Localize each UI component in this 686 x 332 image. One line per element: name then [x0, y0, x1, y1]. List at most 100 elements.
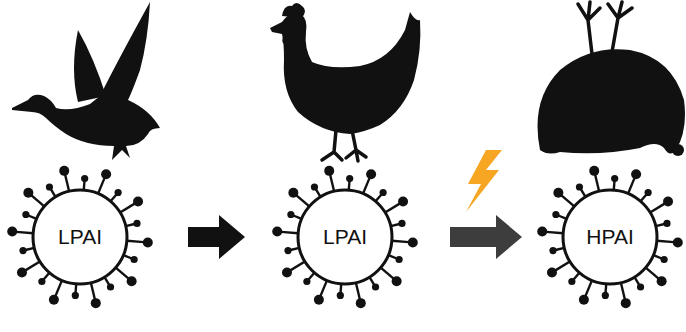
spike-head [537, 227, 547, 237]
virus-spike [116, 268, 129, 279]
spike-head [272, 227, 282, 237]
virus-spike [561, 195, 574, 206]
virus-spike [595, 175, 599, 192]
spike-head [133, 197, 143, 207]
spike-head [396, 256, 403, 263]
spike-head [143, 237, 153, 247]
spike-head [589, 166, 599, 176]
virus-node: LPAI [277, 169, 413, 305]
virus-spike [290, 261, 305, 270]
spike-head [611, 175, 618, 182]
virus-spike [127, 241, 144, 242]
spike-head [49, 295, 59, 305]
spike-head [133, 220, 140, 227]
spike-head [107, 283, 114, 290]
spike-head [311, 183, 318, 190]
virus-spike [91, 283, 95, 300]
spike-head [346, 175, 353, 182]
virus-spike [356, 283, 360, 300]
virus-spike [585, 280, 592, 296]
spike-head [356, 298, 366, 308]
spike-head [549, 247, 556, 254]
spike-head [372, 283, 379, 290]
spike-head [673, 237, 683, 247]
spike-head [637, 283, 644, 290]
virus-spike [98, 178, 105, 194]
virus-spike [392, 241, 409, 242]
spike-head [366, 169, 376, 179]
lightning-bolt [466, 150, 502, 212]
spike-head [553, 188, 563, 198]
virus-spike [381, 268, 394, 279]
virus-spike [55, 280, 62, 296]
virus-spike [657, 241, 674, 242]
virus-spike [320, 280, 327, 296]
spike-head [408, 237, 418, 247]
spike-head [46, 183, 53, 190]
spike-head [380, 189, 387, 196]
spike-head [282, 267, 292, 277]
spike-head [81, 175, 88, 182]
virus-spike [25, 261, 40, 270]
virus-spike [546, 232, 563, 233]
spike-head [38, 278, 45, 285]
spike-head [288, 188, 298, 198]
spike-head [337, 292, 344, 299]
spike-head [303, 278, 310, 285]
virus-spike [16, 232, 33, 233]
spike-head [91, 298, 101, 308]
spike-head [115, 189, 122, 196]
spike-head [392, 276, 402, 286]
spike-head [17, 267, 27, 277]
spike-head [287, 211, 294, 218]
block-arrow [188, 215, 245, 259]
spike-head [576, 183, 583, 190]
spike-head [568, 278, 575, 285]
spike-head [398, 220, 405, 227]
spike-head [314, 295, 324, 305]
virus-spike [650, 204, 665, 213]
virus-label: HPAI [586, 225, 633, 249]
virus-spike [296, 195, 309, 206]
virus-node: HPAI [542, 169, 678, 305]
spike-head [579, 295, 589, 305]
virus-spike [555, 261, 570, 270]
virus-spike [281, 232, 298, 233]
spike-head [131, 256, 138, 263]
spike-head [59, 166, 69, 176]
virus-envelope [298, 190, 392, 284]
virus-spike [31, 195, 44, 206]
chicken-silhouette [270, 3, 420, 161]
virus-spike [385, 204, 400, 213]
spike-head [19, 247, 26, 254]
virus-spike [621, 283, 625, 300]
spike-head [324, 166, 334, 176]
virus-spike [120, 204, 135, 213]
spike-head [101, 169, 111, 179]
spike-head [23, 188, 33, 198]
virus-spike [65, 175, 69, 192]
spike-head [621, 298, 631, 308]
dead-chicken-silhouette [538, 2, 686, 156]
spike-head [127, 276, 137, 286]
virus-envelope [33, 190, 127, 284]
virus-spike [330, 175, 334, 192]
spike-head [7, 227, 17, 237]
virus-spike [628, 178, 635, 194]
spike-head [398, 197, 408, 207]
spike-head [631, 169, 641, 179]
spike-head [663, 197, 673, 207]
virus-envelope [563, 190, 657, 284]
spike-head [602, 292, 609, 299]
spike-head [657, 276, 667, 286]
virus-node: LPAI [12, 169, 148, 305]
spike-head [22, 211, 29, 218]
spike-head [284, 247, 291, 254]
spike-head [552, 211, 559, 218]
virus-spike [646, 268, 659, 279]
spike-head [661, 256, 668, 263]
virus-label: LPAI [58, 225, 102, 249]
spike-head [663, 220, 670, 227]
duck-silhouette [12, 2, 160, 160]
